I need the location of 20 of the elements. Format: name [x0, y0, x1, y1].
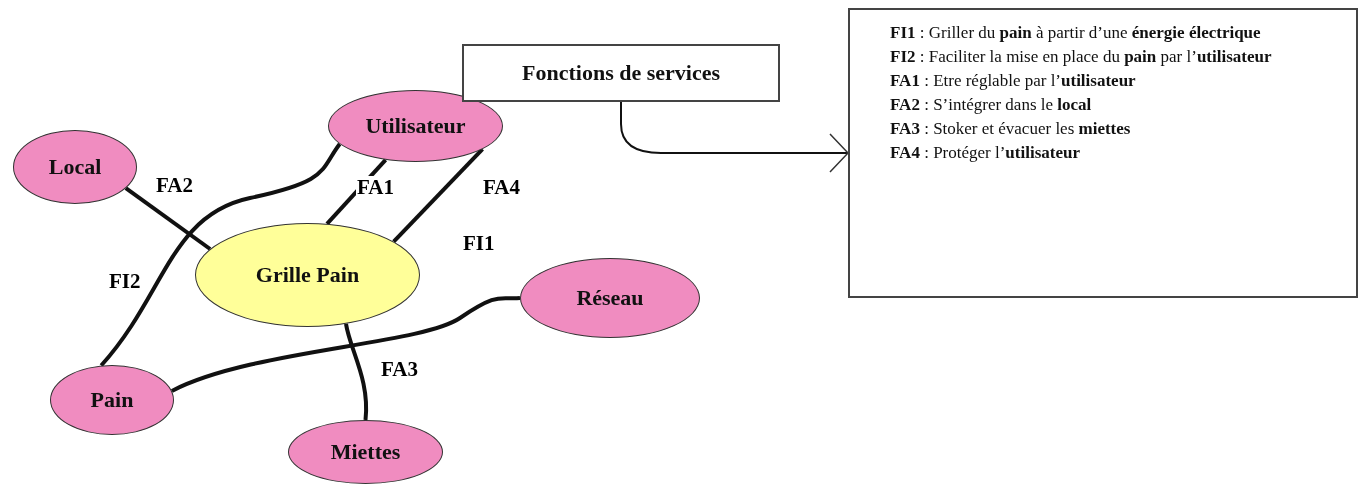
function-description: FA1 : Etre réglable par l’utilisateur: [890, 70, 1137, 93]
function-description: FI2 : Faciliter la mise en place du pain par l’utilisateur: [890, 46, 1273, 69]
function-description: FA4 : Protéger l’utilisateur: [890, 142, 1081, 165]
connector-line: [124, 186, 212, 251]
ellipse-node: Utilisateur: [328, 90, 503, 162]
function-description: FA2 : S’intégrer dans le local: [890, 94, 1093, 117]
ellipse-node: Miettes: [288, 420, 443, 484]
ellipse-node: Local: [13, 130, 137, 204]
connector-line: [99, 142, 342, 367]
arrow: [620, 101, 849, 173]
function-description: FI1 : Griller du pain à partir d’une énergie électrique: [890, 22, 1262, 44]
connector-line: [392, 147, 484, 243]
ellipse-node: Pain: [50, 365, 174, 435]
connector-line: [344, 323, 369, 421]
function-description: FA3 : Stoker et évacuer les miettes: [890, 118, 1132, 141]
connector-line: [171, 296, 521, 393]
text-box: [848, 8, 1358, 298]
text-box: Fonctions de services: [462, 44, 780, 102]
ellipse-node: Grille Pain: [195, 223, 420, 327]
ellipse-node: Réseau: [520, 258, 700, 338]
